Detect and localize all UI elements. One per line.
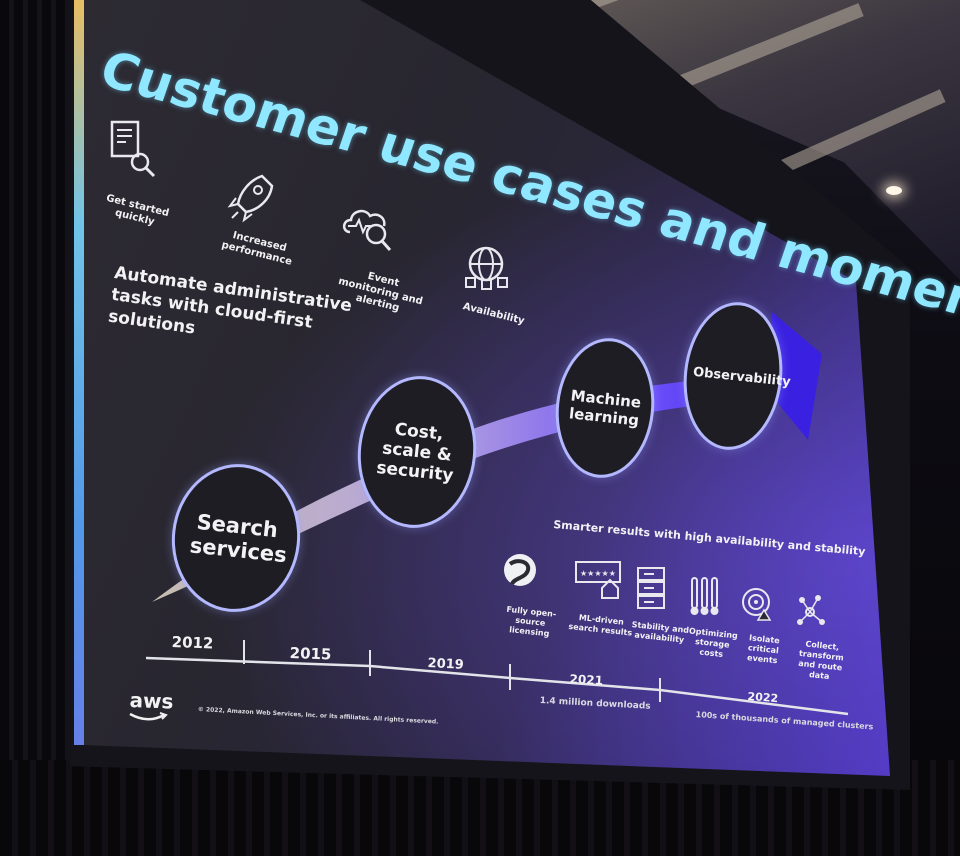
ml-search-results-icon: ★★★★★ [575,561,621,599]
globe-availability-icon [465,246,508,290]
top-icon-1 [106,118,162,202]
top-icon-4 [462,242,514,298]
opensearch-logo-icon [504,554,536,586]
timeline-year-2021: 2021 [569,672,604,688]
cloud-monitoring-icon [342,209,392,251]
top-icon-2 [226,172,276,228]
curtain-left [0,0,78,856]
data-flow-icon [797,595,825,625]
svg-text:★★★★★: ★★★★★ [580,569,616,578]
screen-edge-glow [74,0,84,745]
ceiling-light [886,186,902,195]
aws-smile-icon [129,712,168,721]
target-alert-icon [742,588,772,621]
document-search-icon [110,120,156,178]
timeline-year-2019: 2019 [427,656,465,673]
rocket-icon [227,174,274,223]
timeline-year-2015: 2015 [289,644,332,664]
aws-logo: aws [129,688,174,714]
server-stack-icon [637,567,665,609]
timeline-year-2022: 2022 [747,690,779,706]
top-icon-3 [340,202,396,262]
thermometer-icon [690,577,719,615]
timeline-year-2012: 2012 [171,633,214,653]
